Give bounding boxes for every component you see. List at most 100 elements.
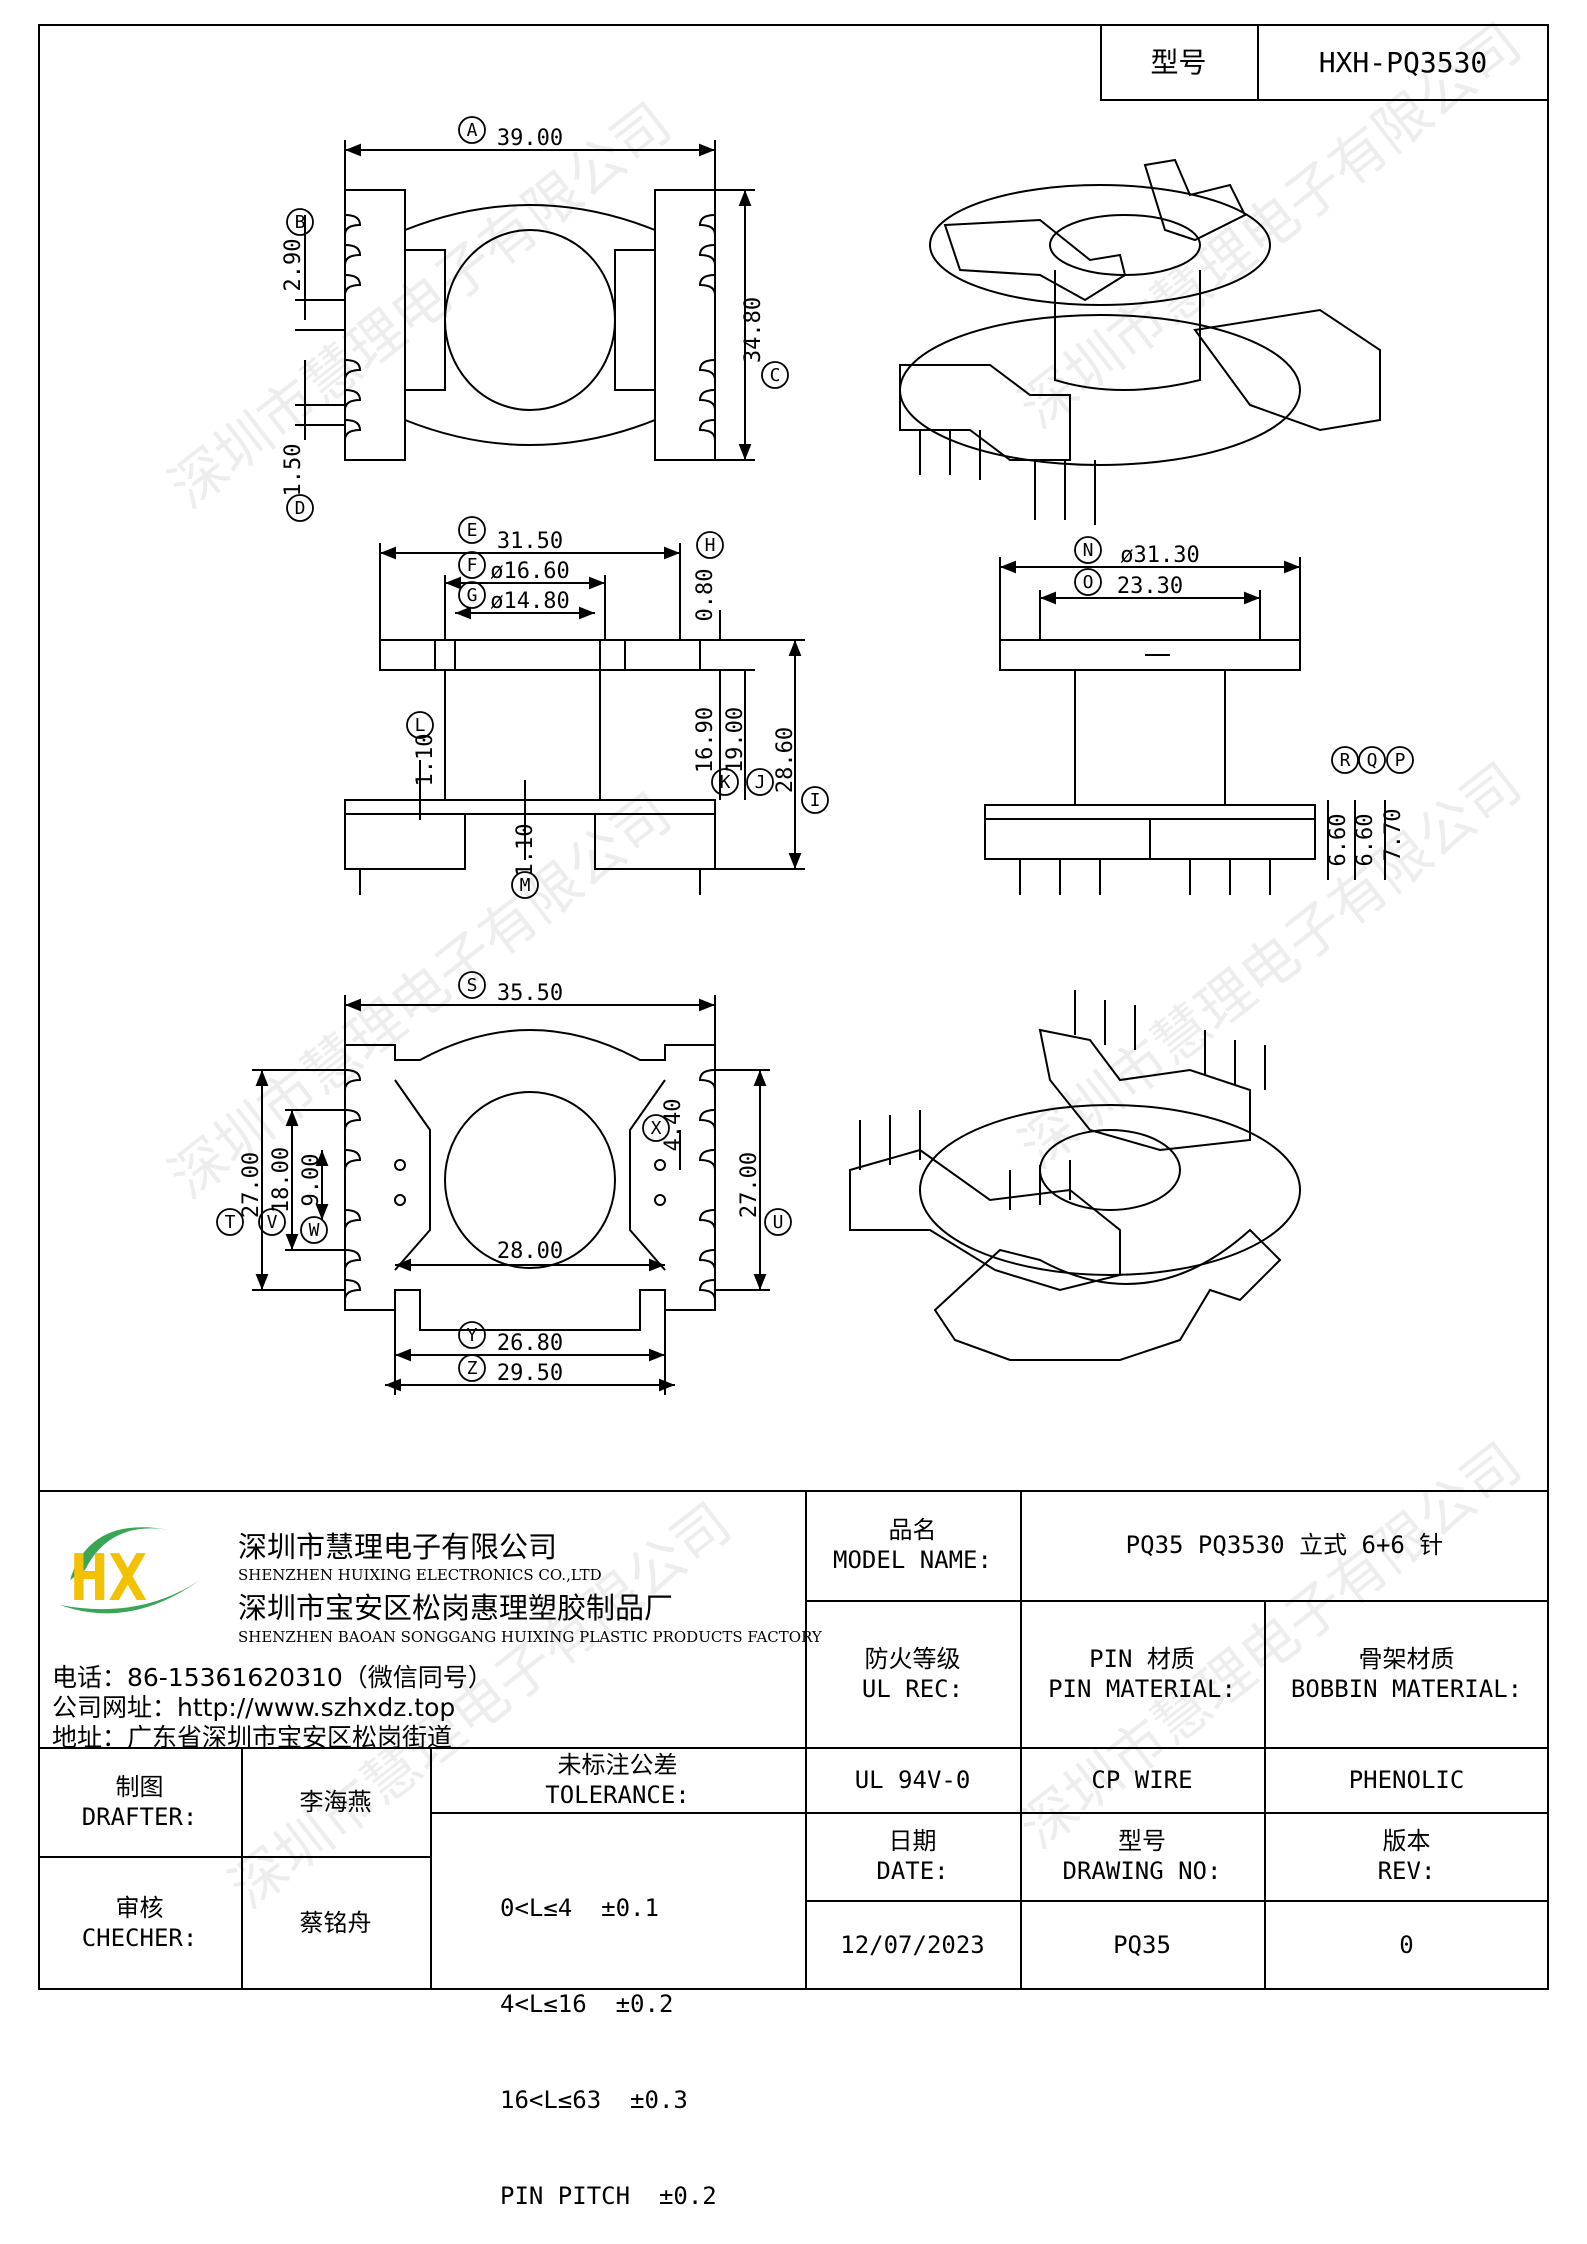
svg-text:M: M [520,875,531,896]
model-box-label: 型号 [1150,46,1207,79]
drafter-name: 李海燕 [299,1787,372,1816]
dim-H-value: 0.80 [693,569,718,622]
dim-R-value: 6.60 [1326,814,1351,867]
svg-text:C: C [770,365,781,386]
date-value: 12/07/2023 [840,1931,985,1959]
checker-label: 审核 CHECHER: [81,1894,198,1952]
dim-label-U: U [764,1208,792,1236]
svg-text:V: V [267,1212,278,1233]
dim-label-K: K [711,768,739,796]
svg-text:P: P [1395,750,1406,771]
svg-text:T: T [225,1212,236,1233]
dim-label-X: X [642,1114,670,1142]
tolerance-item: PIN PITCH ±0.2 [500,2182,717,2210]
tolerance-item: 16<L≤63 ±0.3 [500,2086,688,2114]
factory-name-en: SHENZHEN BAOAN SONGGANG HUIXING PLASTIC … [238,1628,822,1646]
dim-F-value: ø16.60 [490,559,569,584]
dim-label-H: H [696,531,724,559]
logo-text: HX [70,1542,147,1616]
dim-label-F: F [458,551,486,579]
svg-text:X: X [651,1118,662,1139]
svg-text:S: S [467,975,478,996]
dim-T-value: 27.00 [239,1152,264,1218]
dim-label-B: B [286,208,314,236]
svg-text:Y: Y [467,1325,478,1346]
dim-S-value: 35.50 [497,981,563,1006]
dim-L-value: 1.10 [413,734,438,787]
isometric-view-bottom [849,990,1301,1361]
technical-drawing: 39.00 34.80 2.90 1.50 31.50 ø16.60 ø14.8… [216,116,1414,1395]
dim-mid-value: 28.00 [497,1239,563,1264]
svg-text:N: N [1083,540,1094,561]
drawing-frame [38,24,1549,1990]
drawing-no-value: PQ35 [1113,1931,1171,1959]
model-box-value: HXH-PQ3530 [1318,46,1488,79]
dim-label-Y: Y [458,1321,486,1349]
company-name-cn: 深圳市慧理电子有限公司 [238,1530,558,1564]
dim-U-value: 27.00 [737,1152,762,1218]
side-view [984,557,1386,895]
dim-G-value: ø14.80 [490,589,569,614]
front-view [344,543,805,895]
bobbin-material-label: 骨架材质 BOBBIN MATERIAL: [1290,1644,1523,1703]
dim-label-S: S [458,971,486,999]
svg-text:L: L [415,715,426,736]
svg-text:B: B [295,212,306,233]
ul-label: 防火等级 UL REC: [861,1644,964,1703]
model-box-divider [1257,24,1259,101]
svg-text:W: W [309,1220,320,1241]
dim-Q-value: 6.60 [1353,814,1378,867]
dim-B-value: 2.90 [281,239,306,292]
rev-label: 版本 REV: [1377,1827,1436,1885]
ul-value: UL 94V-0 [854,1765,971,1794]
pin-material-label: PIN 材质 PIN MATERIAL: [1048,1644,1236,1703]
dim-label-O: O [1074,568,1102,596]
dim-E-value: 31.50 [497,529,563,554]
company-address: 地址：广东省深圳市宝安区松岗街道 [52,1723,453,1752]
dim-label-T: T [216,1208,244,1236]
svg-text:H: H [705,535,716,556]
dim-V-value: 18.00 [269,1147,294,1213]
dim-label-V: V [258,1208,286,1236]
isometric-view-top [899,158,1381,525]
dim-label-P: P [1386,746,1414,774]
dim-label-G: G [458,581,486,609]
dim-C-value: 34.80 [741,297,766,363]
dim-Z-value: 29.50 [497,1361,563,1386]
date-label: 日期 DATE: [876,1827,949,1885]
dim-O-value: 23.30 [1117,574,1183,599]
svg-text:A: A [467,120,478,141]
pin-material-value: CP WIRE [1091,1765,1193,1794]
dim-A-value: 39.00 [497,126,563,151]
drawing-no-label: 型号 DRAWING NO: [1062,1827,1222,1885]
dim-N-value: ø31.30 [1120,543,1199,568]
dim-J-value: 19.00 [723,707,748,773]
factory-name-cn: 深圳市宝安区松岗惠理塑胶制品厂 [238,1591,674,1625]
rev-value: 0 [1399,1931,1414,1959]
svg-text:E: E [467,520,478,541]
company-logo: HX [60,1527,200,1616]
dim-D-value: 1.50 [281,444,306,497]
dim-label-Z: Z [458,1354,486,1382]
dim-label-I: I [801,786,829,814]
dim-Y-value: 26.80 [497,1331,563,1356]
dim-label-E: E [458,516,486,544]
svg-text:D: D [295,498,306,519]
dim-K-value: 16.90 [693,707,718,773]
dim-label-C: C [761,361,789,389]
svg-text:F: F [467,555,478,576]
dim-label-W: W [300,1216,328,1244]
tolerance-item: 4<L≤16 ±0.2 [500,1990,674,2018]
svg-text:U: U [773,1212,784,1233]
company-phone: 电话：86-15361620310（微信同号） [52,1663,493,1692]
dim-X-value: 4.40 [661,1099,686,1152]
company-website: 公司网址：http://www.szhxdz.top [52,1693,456,1722]
dim-label-Q: Q [1358,746,1386,774]
dim-label-N: N [1074,536,1102,564]
dim-label-D: D [286,494,314,522]
dim-label-A: A [458,116,486,144]
dim-W-value: 9.00 [299,1154,324,1207]
svg-text:O: O [1083,572,1094,593]
drafter-label: 制图 DRAFTER: [81,1772,198,1831]
dim-label-M: M [511,871,539,899]
